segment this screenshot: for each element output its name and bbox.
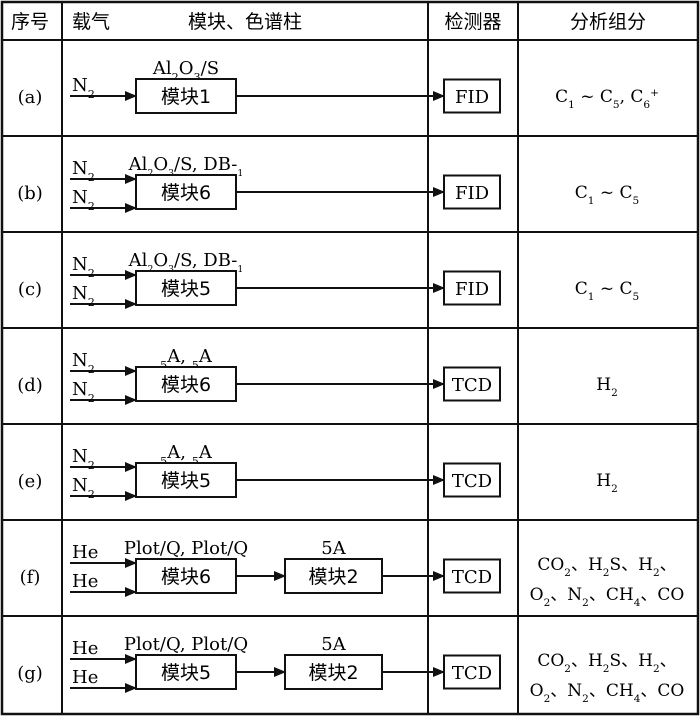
- carrier-gas-label: He: [72, 542, 98, 563]
- row-label: (c): [18, 279, 42, 300]
- module-label: 模块6: [161, 374, 211, 396]
- detector-label: FID: [455, 279, 489, 300]
- components-text: C1 ~ C5: [575, 279, 639, 303]
- column-label: Al2O3/S, DB-1: [128, 154, 244, 179]
- components-text: H2: [596, 471, 618, 495]
- components-text: O2、N2、CH4、CO: [530, 585, 685, 609]
- row-label: (g): [17, 663, 43, 684]
- column-label: Al2O3/S: [152, 58, 219, 84]
- detector-box: [443, 654, 501, 690]
- column-label: Plot/Q, Plot/Q: [124, 634, 248, 655]
- carrier-gas-label: N2: [72, 254, 95, 280]
- header-module: 模块、色谱柱: [188, 11, 302, 33]
- module-label: 模块2: [308, 662, 358, 684]
- module-label: 模块5: [161, 278, 211, 300]
- row-label: (d): [17, 375, 43, 396]
- carrier-gas-label: N2: [72, 283, 95, 309]
- column-label: Plot/Q, Plot/Q: [124, 538, 248, 559]
- module-label: 模块1: [161, 86, 211, 108]
- detector-box: [443, 78, 501, 114]
- detector-label: TCD: [452, 663, 492, 684]
- column-label: 5A: [321, 538, 346, 559]
- detector-label: FID: [455, 87, 489, 108]
- row-label: (a): [18, 87, 43, 108]
- table-header: 序号 载气 模块、色谱柱 检测器 分析组分: [11, 11, 646, 33]
- detector-label: FID: [455, 183, 489, 204]
- header-components: 分析组分: [570, 11, 646, 33]
- module-label: 模块5: [161, 662, 211, 684]
- carrier-gas-label: N2: [72, 75, 95, 101]
- detector-box: [443, 366, 501, 402]
- module-box: [135, 78, 237, 114]
- components-text: CO2、H2S、H2、: [537, 651, 676, 675]
- module-label: 模块2: [308, 566, 358, 588]
- row-label: (f): [20, 567, 41, 588]
- detector-label: TCD: [452, 375, 492, 396]
- column-label: 5A: [321, 634, 346, 655]
- header-carrier: 载气: [72, 11, 110, 33]
- module-label: 模块5: [161, 470, 211, 492]
- carrier-gas-label: N2: [72, 379, 95, 405]
- components-text: CO2、H2S、H2、: [537, 555, 676, 579]
- column-label: Al2O3/S, DB-1: [128, 250, 244, 275]
- module-label: 模块6: [161, 182, 211, 204]
- carrier-gas-label: N2: [72, 187, 95, 213]
- column-label: 5A, 5A: [160, 346, 213, 372]
- carrier-gas-label: He: [72, 571, 98, 592]
- carrier-gas-label: N2: [72, 475, 95, 501]
- carrier-gas-label: He: [72, 667, 98, 688]
- carrier-gas-label: N2: [72, 350, 95, 376]
- module-box: [135, 270, 237, 306]
- header-seq: 序号: [11, 11, 49, 33]
- carrier-gas-label: N2: [72, 446, 95, 472]
- detector-label: TCD: [452, 567, 492, 588]
- column-label: 5A, 5A: [160, 442, 213, 468]
- components-text: H2: [596, 375, 618, 399]
- module-label: 模块6: [161, 566, 211, 588]
- carrier-gas-label: He: [72, 638, 98, 659]
- row-label: (e): [18, 471, 43, 492]
- header-detector: 检测器: [444, 11, 501, 33]
- detector-box: [443, 270, 501, 306]
- detector-label: TCD: [452, 471, 492, 492]
- module-box: [135, 174, 237, 210]
- module-box: [135, 654, 237, 690]
- detector-box: [443, 462, 501, 498]
- detector-box: [443, 174, 501, 210]
- components-text: C1 ~ C5, C6+: [555, 87, 659, 111]
- module-box: [135, 558, 237, 594]
- carrier-gas-label: N2: [72, 158, 95, 184]
- components-text: O2、N2、CH4、CO: [530, 681, 685, 705]
- components-text: C1 ~ C5: [575, 183, 639, 207]
- module-box: [135, 366, 237, 402]
- row-label: (b): [17, 183, 43, 204]
- detector-box: [443, 558, 501, 594]
